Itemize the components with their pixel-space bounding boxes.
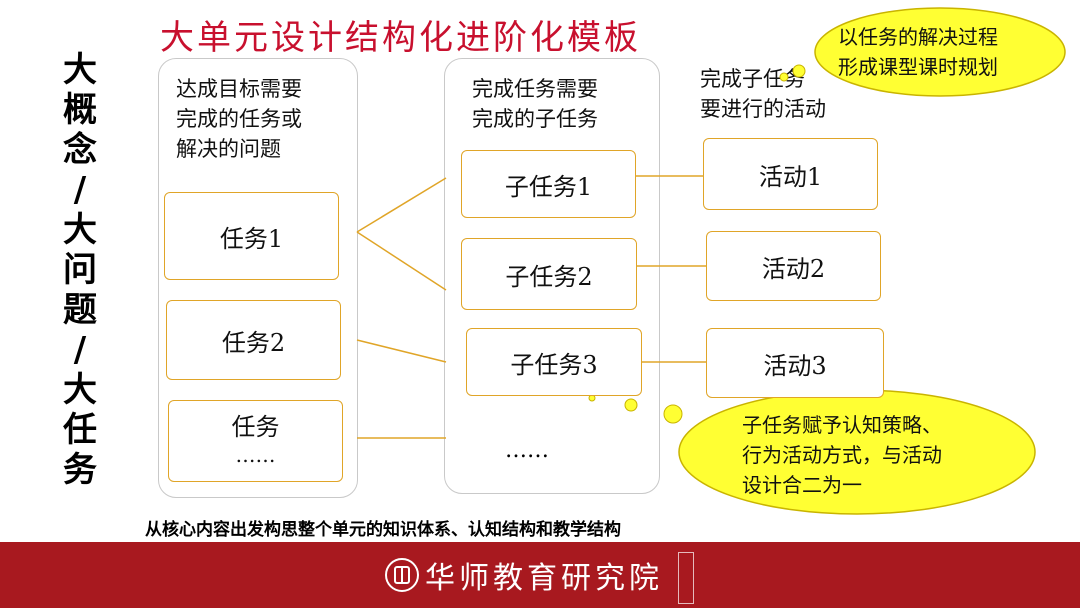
task-box-3: 任务 ……: [168, 400, 343, 482]
task-label: 任务1: [219, 224, 284, 253]
subtask-box-2: 子任务2: [461, 238, 637, 310]
task-ellipsis: ……: [235, 443, 276, 467]
vertical-char: /: [73, 170, 87, 210]
seal-stamp-icon: [678, 552, 694, 604]
activity-box-2: 活动2: [706, 231, 881, 301]
callout-line: 设计合二为一: [742, 473, 862, 497]
vertical-char: /: [73, 330, 87, 370]
callout-bottom-text: 子任务赋予认知策略、 行为活动方式，与活动 设计合二为一: [742, 410, 942, 500]
task-box-2: 任务2: [166, 300, 341, 380]
vertical-char: 务: [63, 450, 97, 490]
callout-tail-bubble: [663, 404, 683, 424]
subtask-heading-line: 完成的子任务: [472, 107, 598, 131]
subtask-box-1: 子任务1: [461, 150, 636, 218]
callout-tail-bubble: [624, 398, 638, 412]
activity-box-1: 活动1: [703, 138, 878, 210]
goal-heading-line: 解决的问题: [176, 137, 281, 161]
callout-line: 形成课型课时规划: [838, 55, 998, 79]
activity-label: 活动1: [758, 162, 823, 191]
vertical-char: 任: [63, 410, 97, 450]
connector-line: [356, 231, 447, 291]
task-label: 任务: [231, 413, 280, 441]
subtask-label: 子任务2: [505, 262, 593, 291]
vertical-char: 概: [63, 90, 97, 130]
footer-bar: [0, 542, 1080, 608]
activity-label: 活动3: [763, 351, 827, 380]
subtask-box-3: 子任务3: [466, 328, 642, 396]
connector-line: [356, 177, 447, 233]
callout-tail-bubble: [792, 64, 806, 78]
goal-heading-line: 完成的任务或: [176, 107, 302, 131]
subtask-ellipsis: ……: [505, 438, 549, 463]
goal-heading-line: 达成目标需要: [176, 77, 302, 101]
vertical-char: 大: [63, 50, 97, 90]
callout-top-text: 以任务的解决过程 形成课型课时规划: [838, 22, 998, 82]
vertical-concept-label: 大 概 念 / 大 问 题 / 大 任 务: [50, 50, 110, 490]
callout-line: 以任务的解决过程: [838, 25, 998, 49]
vertical-char: 问: [63, 250, 97, 290]
subtask-label: 子任务3: [510, 350, 598, 379]
activity-box-3: 活动3: [706, 328, 884, 398]
goal-heading: 达成目标需要 完成的任务或 解决的问题: [176, 74, 302, 164]
activity-heading-line: 要进行的活动: [700, 97, 826, 121]
task-label: 任务2: [221, 328, 286, 357]
connector-line: [356, 339, 447, 363]
task-box-1: 任务1: [164, 192, 339, 280]
callout-line: 行为活动方式，与活动: [742, 443, 942, 467]
cloud-callout-top: [814, 7, 1066, 97]
vertical-char: 题: [63, 290, 97, 330]
vertical-char: 念: [63, 130, 97, 170]
footer-org-name: 华师教育研究院: [425, 561, 663, 596]
callout-tail-bubble: [779, 72, 789, 82]
subtask-label: 子任务1: [504, 172, 593, 201]
callout-line: 子任务赋予认知策略、: [742, 413, 942, 437]
vertical-char: 大: [63, 370, 97, 410]
page-title: 大单元设计结构化进阶化模板: [160, 18, 641, 58]
vertical-char: 大: [63, 210, 97, 250]
activity-label: 活动2: [761, 254, 826, 283]
subtask-heading-line: 完成任务需要: [472, 77, 598, 101]
footer-note: 从核心内容出发构思整个单元的知识体系、认知结构和教学结构: [145, 520, 621, 540]
subtask-heading: 完成任务需要 完成的子任务: [472, 74, 598, 134]
